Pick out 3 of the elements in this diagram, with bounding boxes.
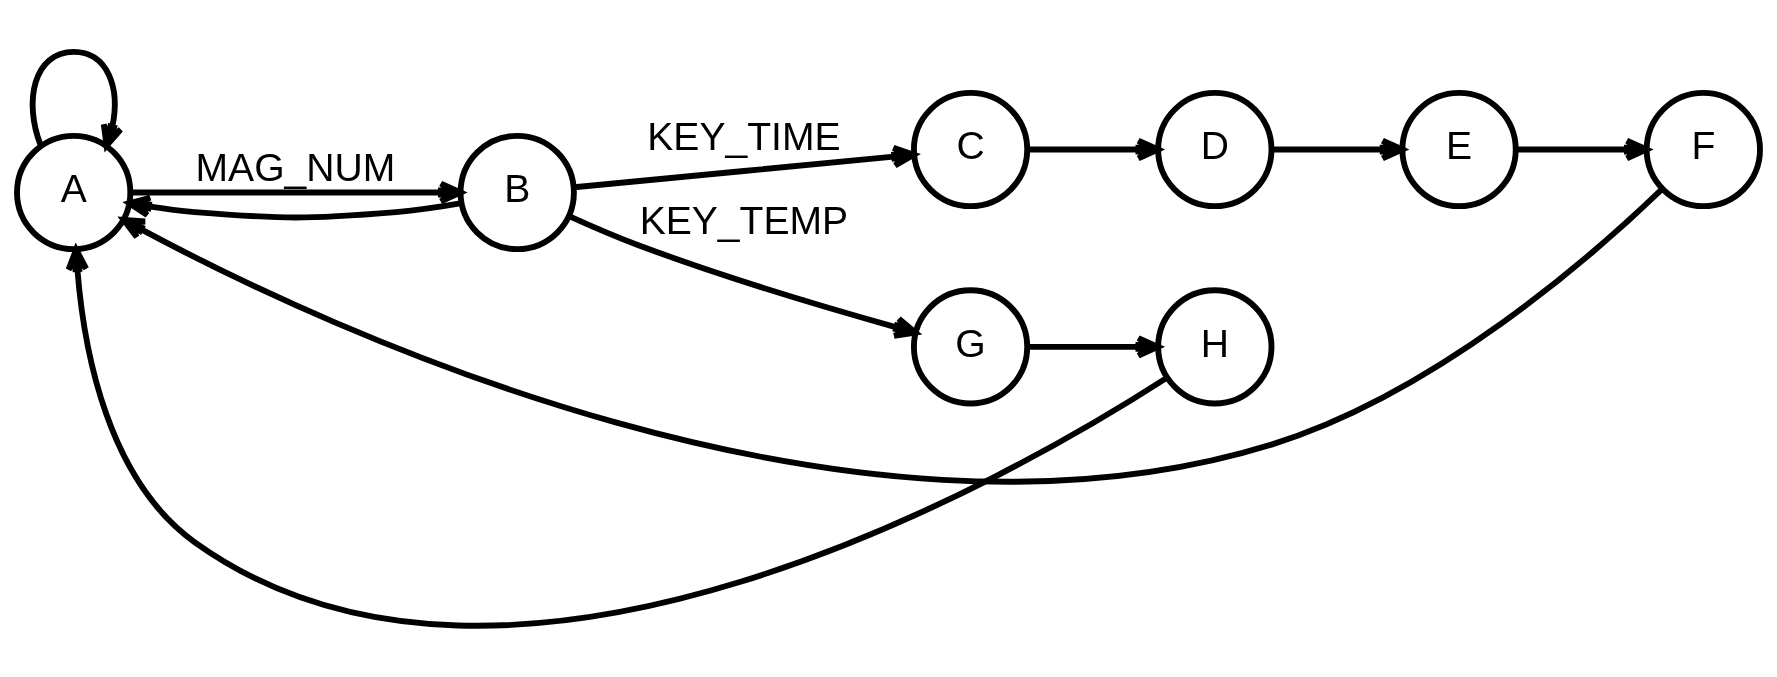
edge-label: KEY_TEMP xyxy=(639,198,849,242)
edge-label: KEY_TIME xyxy=(647,114,841,158)
edge-label: MAG_NUM xyxy=(195,145,396,189)
